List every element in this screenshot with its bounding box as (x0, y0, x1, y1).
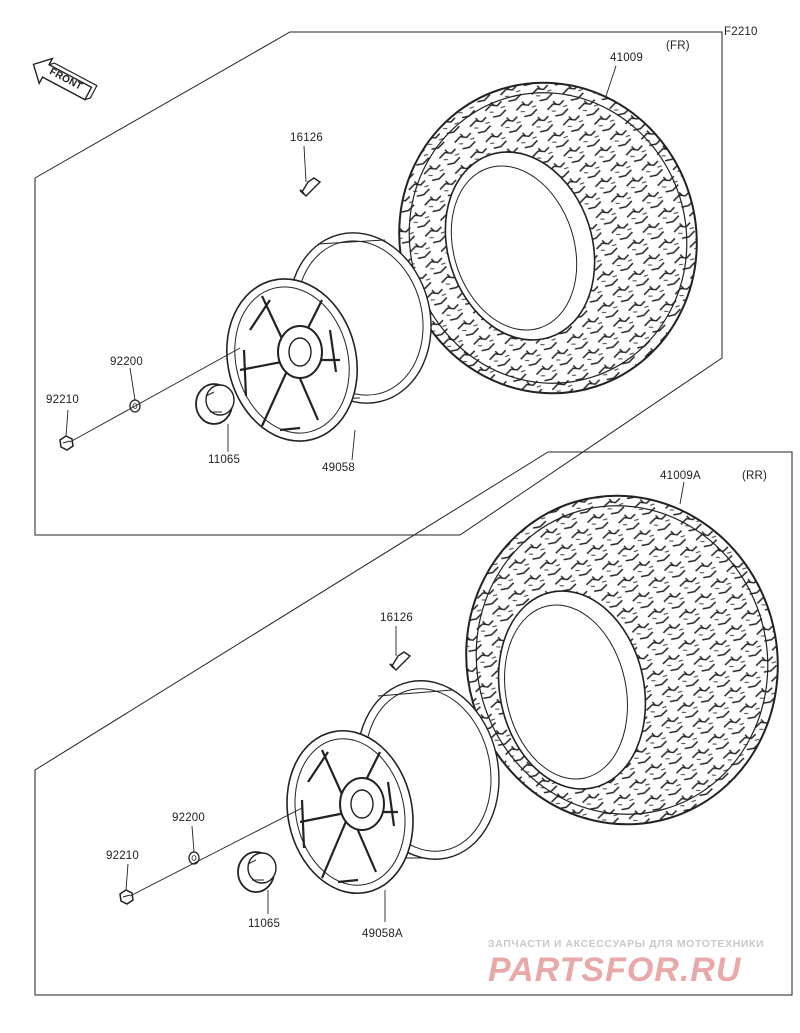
rear-washer-part-number[interactable]: 92200 (172, 812, 205, 824)
front-position-label: (FR) (666, 40, 690, 52)
front-group (34, 31, 737, 536)
front-nut[interactable] (59, 435, 74, 451)
front-cap-part-number[interactable]: 11065 (208, 454, 241, 466)
watermark-tagline: ЗАПЧАСТИ И АКСЕССУАРЫ ДЛЯ МОТОТЕХНИКИ (488, 938, 765, 950)
rear-wheel[interactable] (272, 667, 515, 905)
front-valve-part-number[interactable]: 16126 (290, 132, 323, 144)
rear-washer[interactable] (188, 851, 200, 865)
rear-group-frame (34, 451, 793, 996)
rear-tire[interactable] (428, 459, 800, 862)
front-nut-part-number[interactable]: 92210 (46, 394, 79, 406)
front-washer-part-number[interactable]: 92200 (110, 356, 143, 368)
rear-valve[interactable] (389, 651, 412, 671)
rear-cap-part-number[interactable]: 11065 (248, 918, 281, 930)
front-tire-part-number[interactable]: 41009 (610, 52, 643, 64)
front-group-frame (34, 31, 723, 536)
rear-group (34, 451, 800, 996)
rear-valve-part-number[interactable]: 16126 (380, 612, 413, 624)
rear-nut[interactable] (119, 889, 134, 905)
rear-tire-part-number[interactable]: 41009A (660, 470, 701, 482)
rear-nut-part-number[interactable]: 92210 (106, 850, 139, 862)
diagram-code: F2210 (724, 26, 758, 38)
front-leader-lines (65, 65, 617, 461)
front-tire[interactable] (359, 44, 737, 432)
rear-leader-lines (125, 481, 685, 922)
front-cap[interactable] (195, 383, 235, 425)
front-wheel-part-number[interactable]: 49058 (322, 462, 355, 474)
watermark-logo-text: PARTSFOR.RU (488, 951, 742, 989)
front-valve[interactable] (299, 177, 322, 197)
front-wheel[interactable] (210, 218, 449, 455)
rear-wheel-part-number[interactable]: 49058A (362, 928, 403, 940)
front-direction-arrow-icon (32, 57, 98, 101)
rear-position-label: (RR) (742, 470, 768, 482)
rear-cap[interactable] (237, 851, 277, 893)
watermark-logo: PARTSFOR.RU (488, 951, 742, 989)
